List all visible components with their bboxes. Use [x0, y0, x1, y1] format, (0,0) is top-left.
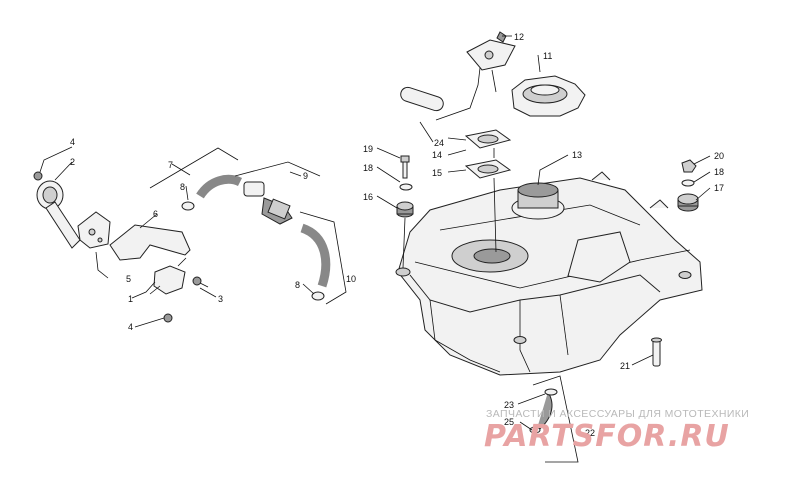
callout-6: 6	[153, 209, 158, 219]
bolt-19	[400, 155, 410, 179]
bracket-plate-5	[77, 211, 111, 249]
callout-21: 21	[620, 361, 630, 371]
callout-4-bottom: 4	[128, 322, 133, 332]
clamp-8-top	[181, 201, 195, 211]
callout-14: 14	[432, 150, 442, 160]
grommet-17	[677, 193, 699, 212]
pin-21	[651, 337, 662, 367]
callout-24: 24	[434, 138, 444, 148]
callout-7: 7	[168, 160, 173, 170]
callout-4-top: 4	[70, 137, 75, 147]
bracket-6	[109, 224, 191, 261]
callout-2: 2	[70, 157, 75, 167]
fuel-cap	[511, 75, 586, 117]
petcock-2	[36, 180, 81, 249]
callout-23: 23	[504, 400, 514, 410]
callout-8-bottom: 8	[295, 280, 300, 290]
hose-10	[300, 223, 331, 288]
bracket-line-10	[299, 211, 347, 305]
callout-11: 11	[543, 51, 552, 61]
callout-8-top: 8	[180, 182, 185, 192]
callout-15: 15	[432, 168, 442, 178]
hose-7	[196, 174, 243, 199]
drain-hose	[529, 388, 558, 434]
bracket-line-22	[532, 375, 579, 463]
fuel-valve-1	[149, 257, 187, 295]
callout-3: 3	[218, 294, 223, 304]
callout-18-left: 18	[363, 163, 373, 173]
bracket-line-9	[234, 161, 321, 177]
gasket-14	[464, 129, 512, 149]
clamp-8-bottom	[311, 291, 325, 301]
watermark-tagline: ЗАПЧАСТИ И АКСЕССУАРЫ ДЛЯ МОТОТЕХНИКИ	[486, 408, 749, 420]
callout-20: 20	[714, 151, 724, 161]
callout-10: 10	[346, 274, 356, 284]
screw-3	[192, 276, 209, 288]
callout-17: 17	[714, 183, 724, 193]
washer-18-right	[681, 179, 695, 187]
nut-20	[681, 159, 697, 173]
callout-25: 25	[504, 417, 514, 427]
gasket-15	[464, 159, 512, 179]
callout-18-right: 18	[714, 167, 724, 177]
fuel-sender-unit	[400, 31, 516, 121]
screw-4-top	[33, 171, 43, 181]
callout-19: 19	[363, 144, 373, 154]
callout-9: 9	[303, 171, 308, 181]
bracket-line-7	[149, 147, 239, 189]
watermark-logo: PARTSFOR.RU	[484, 419, 730, 454]
callout-1: 1	[128, 294, 133, 304]
grommet-16	[396, 201, 414, 218]
fuel-filter-9	[243, 181, 293, 225]
washer-18-left	[399, 183, 413, 191]
fuel-tank	[395, 171, 703, 376]
callout-5: 5	[126, 274, 131, 284]
screw-4-bottom	[163, 313, 173, 323]
callout-12: 12	[514, 32, 524, 42]
callout-13: 13	[572, 150, 582, 160]
callout-22: 22	[585, 428, 595, 438]
callout-16: 16	[363, 192, 373, 202]
